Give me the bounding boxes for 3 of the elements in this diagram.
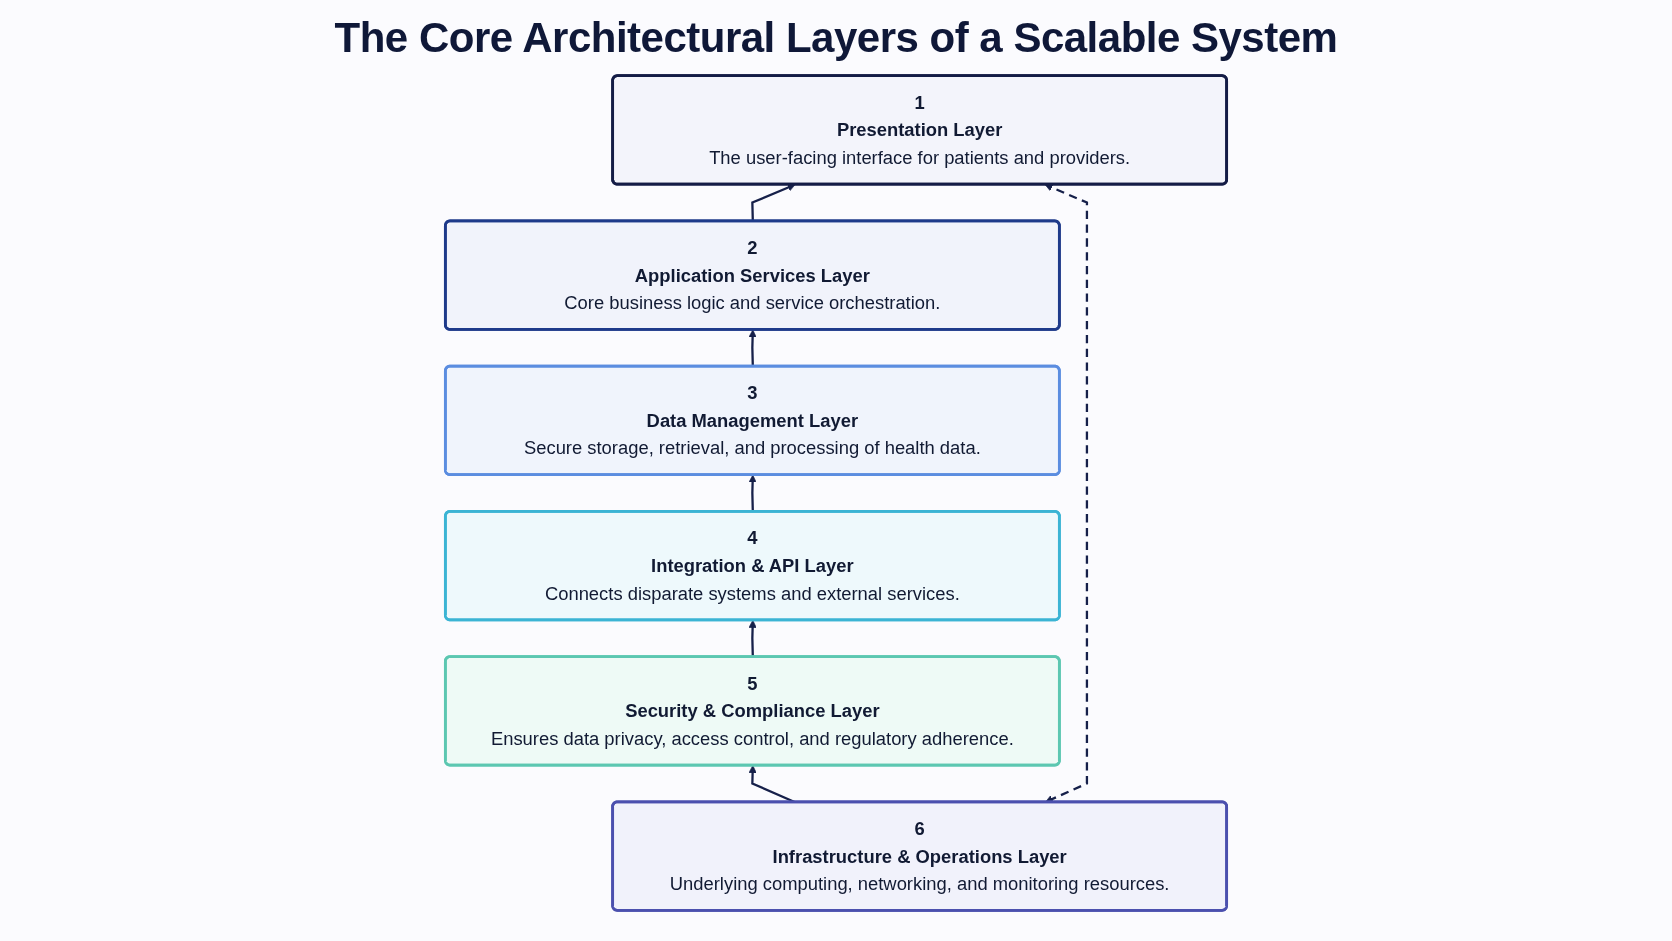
arrow	[748, 474, 757, 512]
arrow	[748, 329, 757, 367]
diagram-title: The Core Architectural Layers of a Scalable System	[334, 14, 1338, 62]
